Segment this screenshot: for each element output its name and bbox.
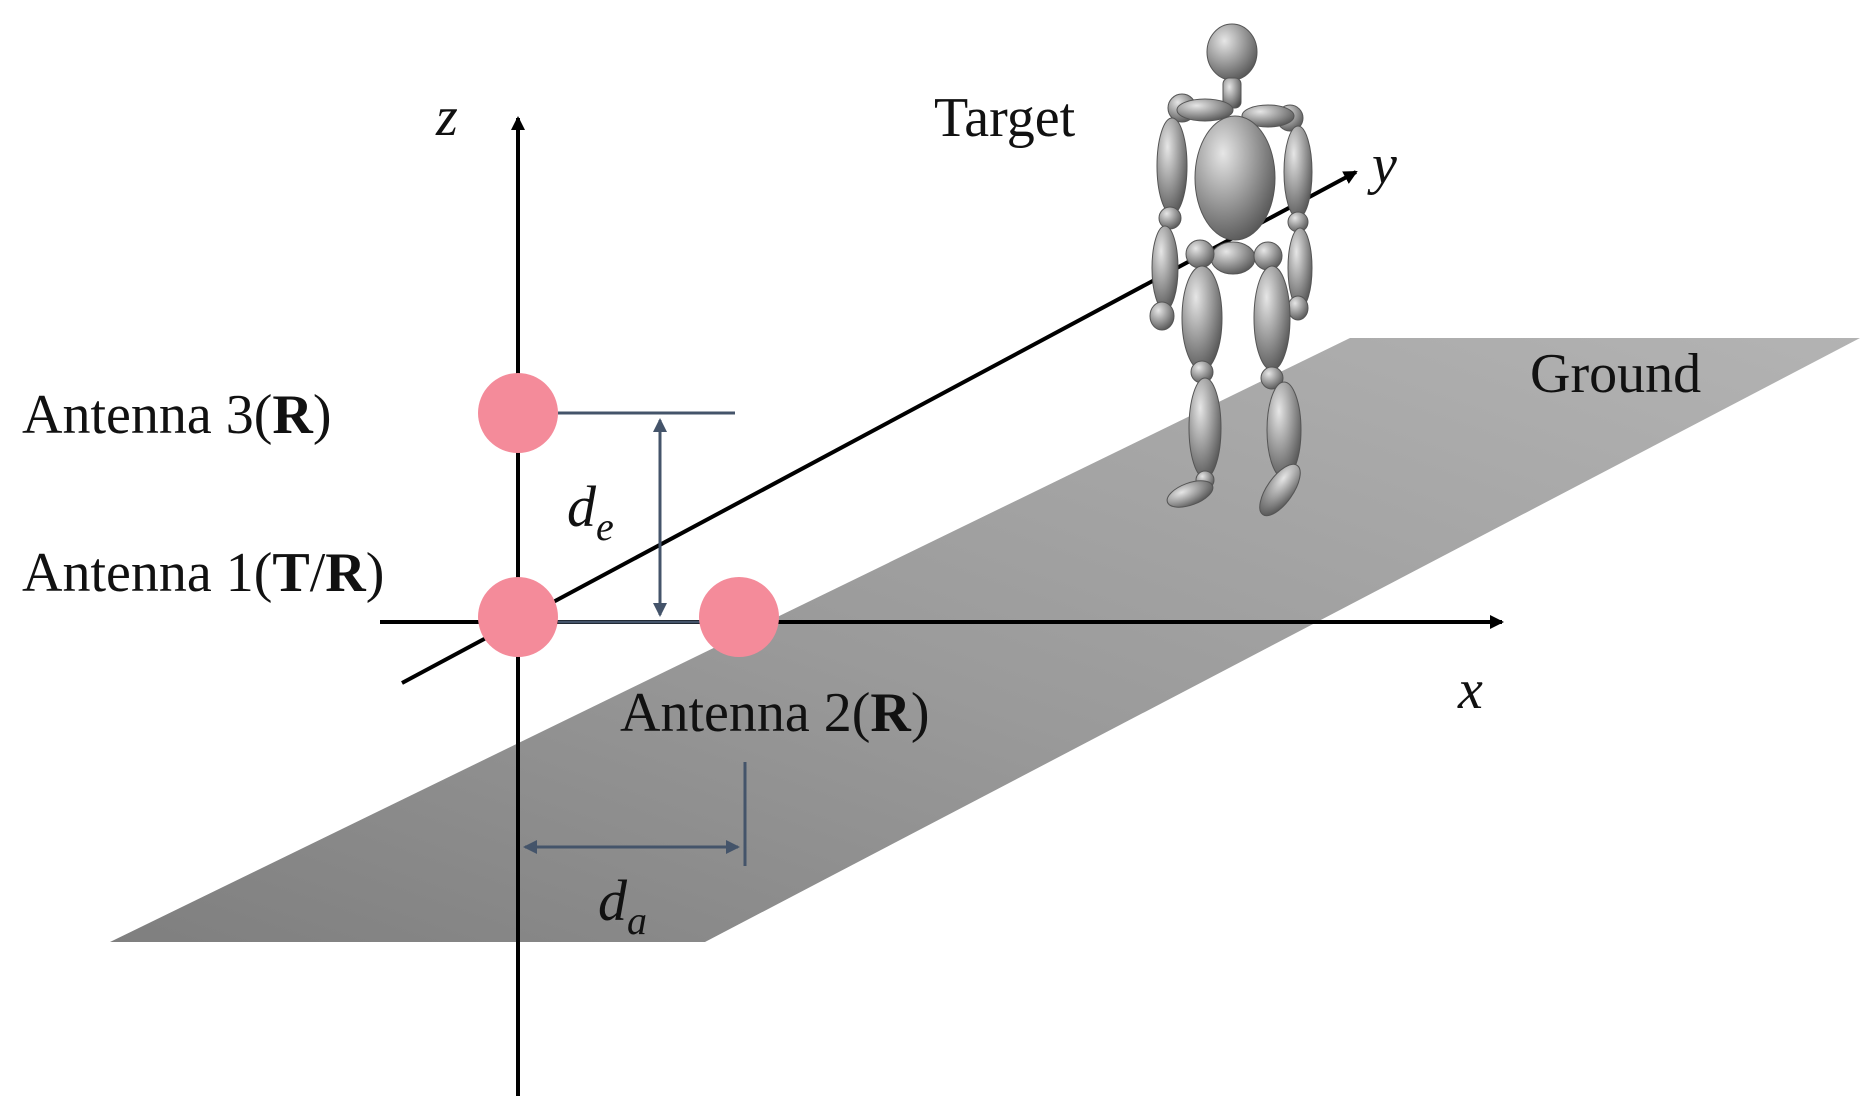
da-label-base: d — [598, 868, 628, 933]
antenna-1-label-prefix: Antenna 1( — [22, 542, 272, 604]
target-label: Target — [934, 87, 1076, 149]
antenna-2-label-prefix: Antenna 2( — [620, 682, 870, 744]
de-label-base: d — [567, 474, 597, 539]
z-axis-label: z — [435, 86, 458, 148]
antenna-3-marker — [478, 373, 558, 453]
antenna-1-label-slash: / — [310, 542, 326, 604]
antenna-2-label-suffix: ) — [911, 682, 930, 744]
antenna-3-label-role: R — [272, 384, 313, 446]
antenna-1-label-role-t: T — [272, 542, 309, 604]
antenna-1-label: Antenna 1(T/R) — [22, 542, 384, 604]
ground-label: Ground — [1530, 343, 1701, 405]
antenna-3-label-prefix: Antenna 3( — [22, 384, 272, 446]
human-mannequin-icon — [1149, 23, 1313, 517]
x-axis-label: x — [1457, 659, 1483, 721]
antenna-1-label-role-r: R — [325, 542, 366, 604]
de-label-sub: e — [596, 504, 614, 549]
de-label: de — [567, 474, 614, 549]
antenna-3-label: Antenna 3(R) — [22, 384, 331, 446]
ground-plane — [110, 338, 1860, 942]
da-label: da — [598, 868, 647, 943]
antenna-3-label-suffix: ) — [313, 384, 332, 446]
da-label-sub: a — [627, 898, 647, 943]
antenna-2-marker — [699, 577, 779, 657]
antenna-2-label: Antenna 2(R) — [620, 682, 929, 744]
y-axis-label: y — [1367, 134, 1397, 196]
antenna-2-label-role: R — [870, 682, 911, 744]
antenna-1-label-suffix: ) — [366, 542, 385, 604]
antenna-1-marker — [478, 577, 558, 657]
